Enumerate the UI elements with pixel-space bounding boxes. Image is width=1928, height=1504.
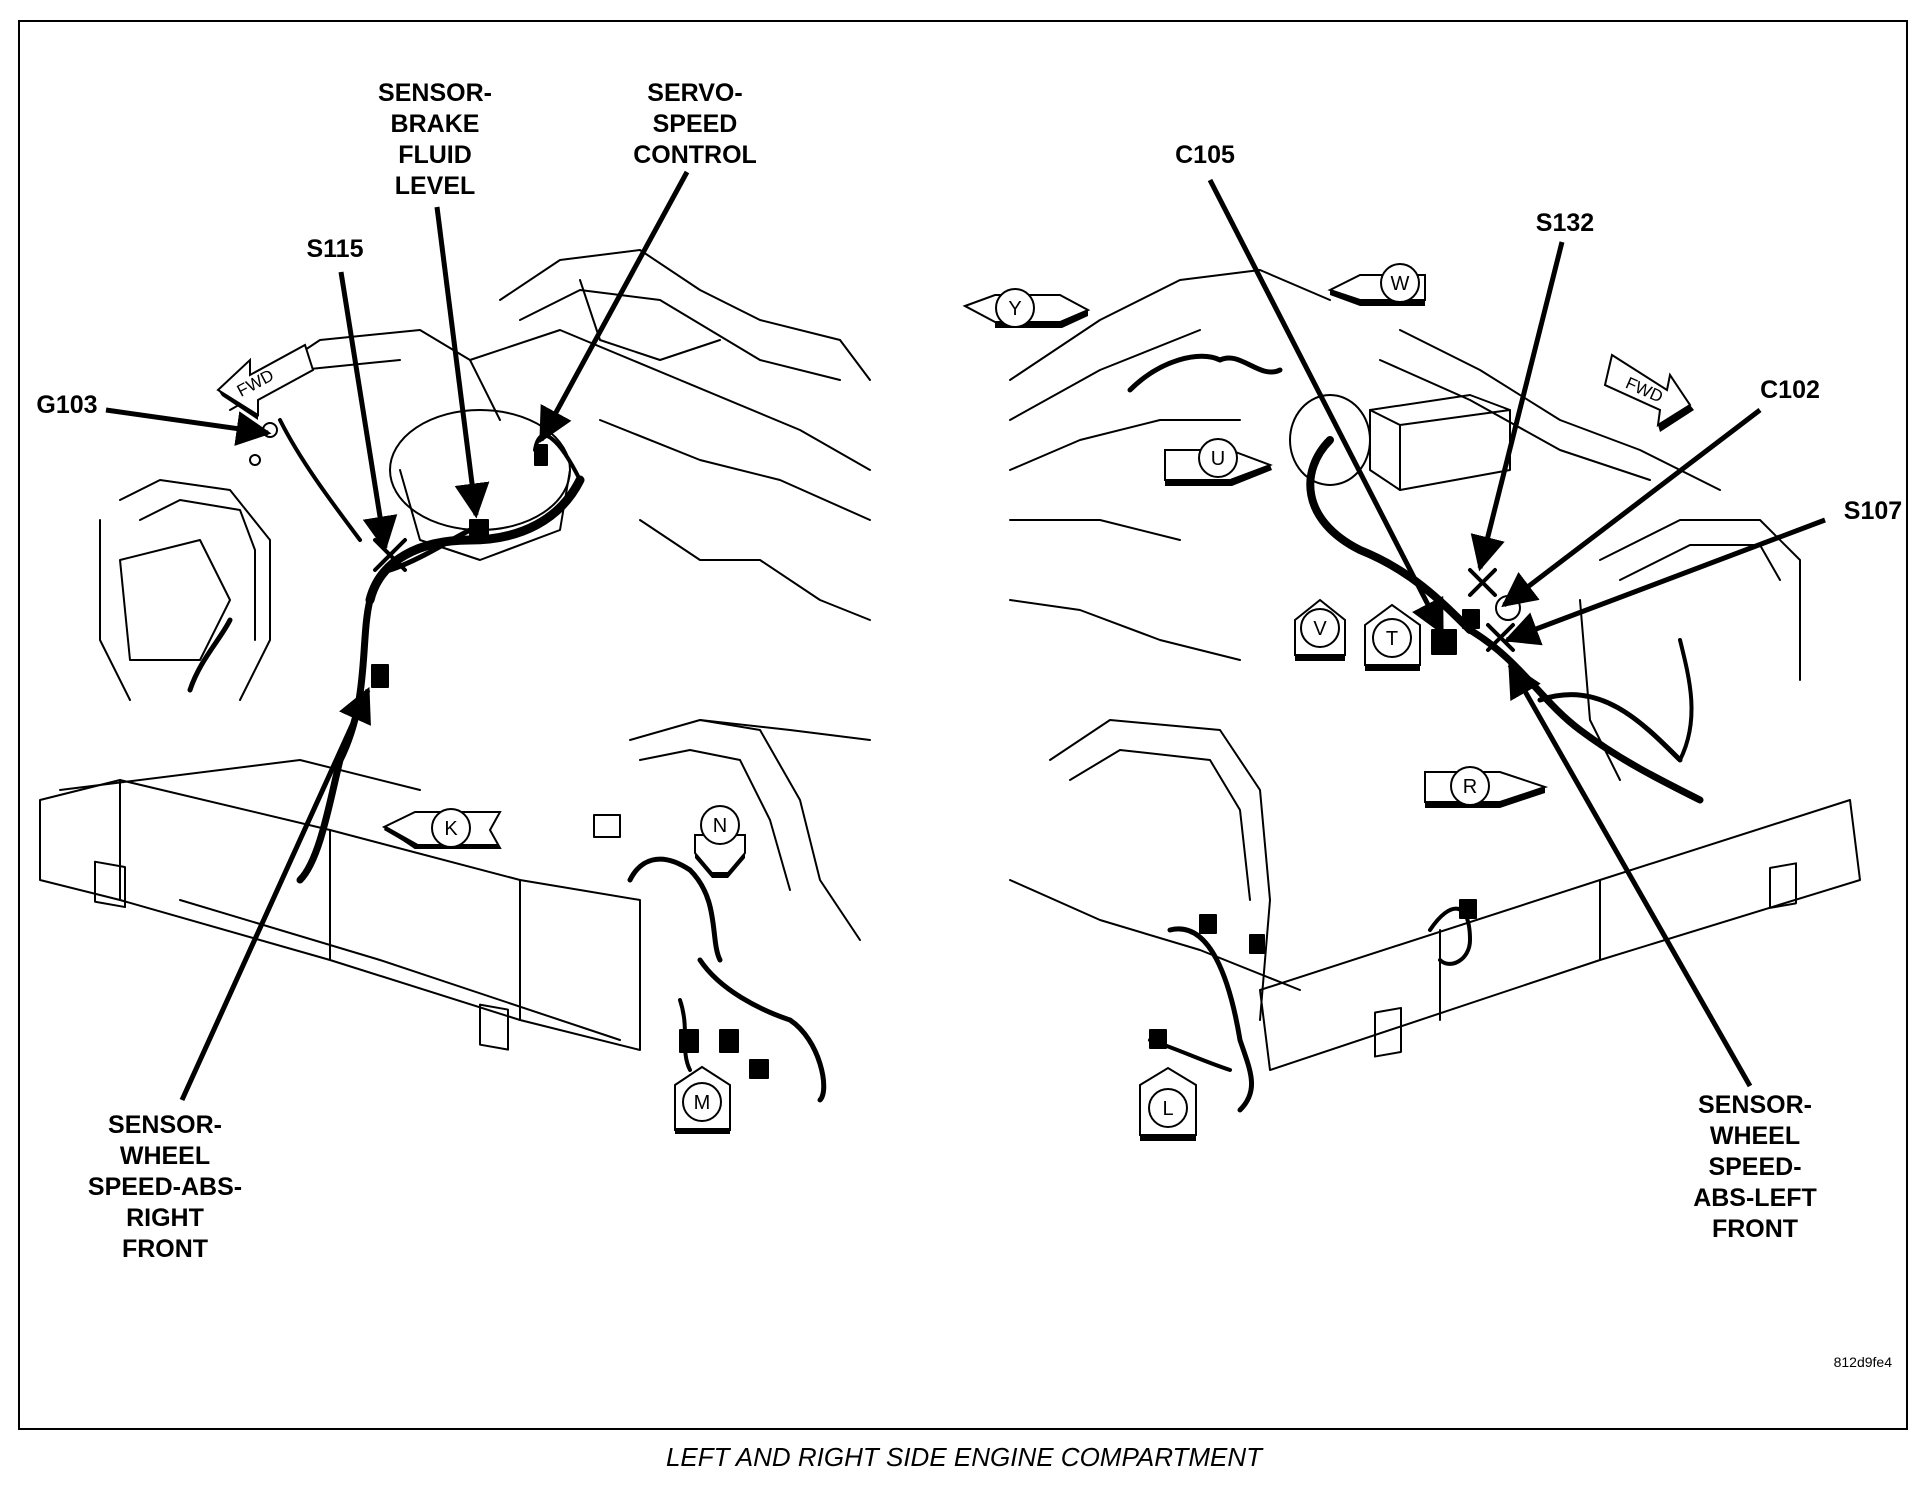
view-marker-u: U [1164,438,1273,486]
view-markers: K N M Y W [382,263,1549,1141]
view-marker-l-label: L [1162,1098,1173,1120]
view-marker-v: V [1294,598,1346,661]
diagram-frame [18,20,1908,1430]
callout-servo-speed-control: SERVO- SPEED CONTROL [633,79,757,169]
view-marker-m: M [674,1065,731,1134]
view-marker-r: R [1424,766,1549,808]
fwd-arrow-left: FWD [216,343,315,420]
view-marker-l: L [1139,1066,1197,1141]
callout-leader-lines [105,170,1826,1102]
callout-sensor-brake-fluid-level: SENSOR- BRAKE FLUID LEVEL [378,79,492,200]
callout-g103: G103 [36,391,98,419]
callout-s132: S132 [1535,209,1595,237]
view-marker-n: N [694,805,746,878]
view-marker-w-label: W [1391,273,1410,295]
callout-c102: C102 [1760,376,1820,404]
callout-sensor-wheel-speed-abs-left-front: SENSOR- WHEEL SPEED- ABS-LEFT FRONT [1693,1091,1817,1243]
view-marker-m-label: M [694,1092,711,1114]
view-marker-v-label: V [1313,618,1327,640]
callout-sensor-wheel-speed-abs-right-front: SENSOR- WHEEL SPEED-ABS- RIGHT FRONT [87,1111,243,1263]
callout-s107: S107 [1843,497,1903,525]
left-engine-compartment-drawing [39,249,871,1103]
view-marker-y-label: Y [1008,298,1021,320]
fwd-arrow-right: FWD [1603,353,1694,432]
view-marker-w: W [1327,263,1426,306]
view-marker-k-label: K [444,818,458,840]
callout-s115: S115 [306,235,364,263]
callout-c105: C105 [1175,141,1235,169]
view-marker-n-label: N [713,815,727,837]
figure-caption: LEFT AND RIGHT SIDE ENGINE COMPARTMENT [665,1442,1263,1472]
view-marker-u-label: U [1211,448,1225,470]
view-marker-r-label: R [1463,776,1477,798]
view-marker-k: K [382,808,502,849]
view-marker-t: T [1364,603,1421,671]
view-marker-y: Y [962,288,1091,328]
figure-id: 812d9fe4 [1833,1354,1892,1370]
view-marker-t-label: T [1386,628,1398,650]
right-engine-compartment-drawing [1009,269,1861,1113]
